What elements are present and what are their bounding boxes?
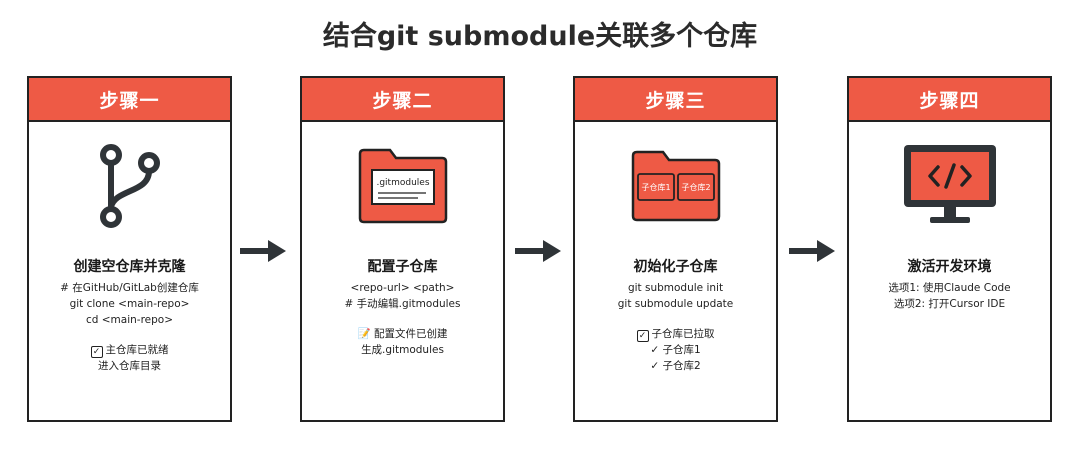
arrow-right-icon — [240, 240, 286, 262]
step-header-2: 步骤二 — [302, 78, 503, 122]
memo-icon: 📝 — [357, 328, 371, 340]
folder-subrepos-icon: 子仓库1 子仓库2 — [575, 136, 776, 236]
status-line: ✓主仓库已就绪 — [29, 342, 230, 358]
git-branch-icon — [29, 136, 230, 236]
status-line: 生成.gitmodules — [361, 344, 444, 356]
step-header-3: 步骤三 — [575, 78, 776, 122]
step-card-4: 步骤四 激活开发环境 选项1: 使用Claude Code 选项2: 打开Cur… — [847, 76, 1052, 422]
step-line: <repo-url> <path> — [350, 282, 455, 294]
step-header-4: 步骤四 — [849, 78, 1050, 122]
step-title-2: 配置子仓库 — [367, 259, 438, 275]
step-line: 选项2: 打开Cursor IDE — [893, 298, 1006, 310]
step-title-4: 激活开发环境 — [907, 259, 992, 275]
step-line: cd <main-repo> — [85, 314, 174, 326]
checkbox-icon: ✓ — [90, 346, 103, 358]
file-label: .gitmodules — [376, 178, 429, 188]
step-card-2: 步骤二 .gitmodules 配置子仓库 <repo-url> <path> … — [300, 76, 505, 422]
folder-file-icon: .gitmodules — [302, 136, 503, 236]
status-line: 进入仓库目录 — [98, 360, 161, 372]
subrepo-label-2: 子仓库2 — [681, 182, 710, 192]
arrow-right-icon — [789, 240, 835, 262]
diagram-title: 结合git submodule关联多个仓库 — [322, 21, 758, 52]
step-header-1: 步骤一 — [29, 78, 230, 122]
checkbox-icon: ✓ — [636, 330, 649, 342]
step-line: git submodule init — [627, 282, 724, 294]
step-card-3: 步骤三 子仓库1 子仓库2 初始化子仓库 git submodule init … — [573, 76, 778, 422]
step-card-1: 步骤一 创建空仓库并克隆 # 在GitHub/GitLab创建仓库 git cl… — [27, 76, 232, 422]
status-line: 📝 配置文件已创建 — [357, 328, 448, 340]
step-title-3: 初始化子仓库 — [633, 259, 718, 275]
step-line: git submodule update — [617, 298, 734, 310]
status-line: ✓ 子仓库1 — [650, 344, 701, 356]
status-line: ✓子仓库已拉取 — [575, 326, 776, 342]
arrow-right-icon — [515, 240, 561, 262]
step-title-1: 创建空仓库并克隆 — [73, 259, 186, 275]
step-line: # 在GitHub/GitLab创建仓库 — [60, 282, 199, 294]
subrepo-label-1: 子仓库1 — [641, 182, 670, 192]
status-line: ✓ 子仓库2 — [650, 360, 701, 372]
step-line: # 手动编辑.gitmodules — [344, 298, 461, 310]
step-line: git clone <main-repo> — [69, 298, 190, 310]
monitor-code-icon — [849, 136, 1050, 236]
step-line: 选项1: 使用Claude Code — [888, 282, 1011, 294]
